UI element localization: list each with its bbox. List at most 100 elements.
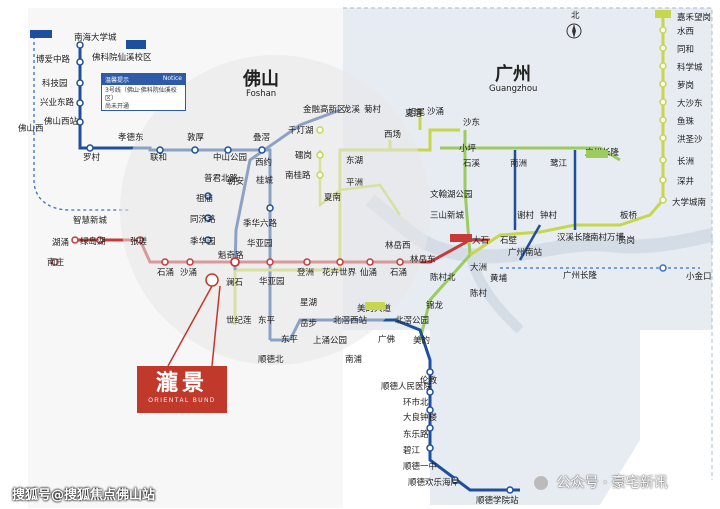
station-label: 叠滘: [253, 133, 270, 143]
station-dot: [76, 99, 84, 107]
station-label: 伦教: [420, 375, 438, 386]
station-label: 三山新城: [430, 210, 465, 221]
line-foshan-dashed: [33, 30, 130, 211]
wechat-icon: [534, 476, 548, 490]
location-pin-icon: [205, 273, 219, 287]
station-label: 南浦: [345, 354, 363, 365]
guangzhou-stations: 嘉禾望岗 水西 同和 科学城 萝岗 大沙东 鱼珠 洪圣沙 长洲 深井 大学城南 …: [408, 12, 712, 284]
station-dot: [156, 146, 164, 154]
station-label: 兴业东路: [40, 97, 75, 108]
station-dot: [366, 258, 374, 266]
station-label: 美的: [413, 335, 430, 346]
station-dot: [204, 214, 212, 222]
station-label: 广州南站: [508, 247, 543, 258]
station-dot: [204, 236, 212, 244]
station-dot: [336, 258, 344, 266]
station-label: 花卉世界: [322, 267, 357, 278]
station-dot: [266, 204, 274, 212]
gz-line-green: [440, 146, 621, 162]
foshan-en-label: Foshan: [246, 89, 276, 99]
station-label: 罗村: [83, 152, 101, 163]
station-dot: [258, 146, 266, 154]
station-label: 仙涌: [360, 267, 377, 278]
station-dot: [659, 116, 667, 124]
station-label: 智慧新城: [73, 215, 108, 226]
station-label: 大石: [472, 235, 489, 246]
station-dot: [451, 476, 459, 484]
station-label: 顺德北: [258, 354, 284, 365]
station-label: 石涌: [157, 267, 174, 278]
station-label: 南庄: [47, 257, 65, 268]
line-badge: [450, 234, 472, 242]
station-dot: [316, 171, 324, 179]
station-label: 同和: [677, 45, 694, 55]
station-label: 黄埔: [490, 273, 508, 284]
station-label: 北滘公园: [395, 316, 429, 326]
station-label: 科学城: [677, 62, 703, 73]
station-label: 小金口: [686, 271, 712, 282]
station-label: 锦龙: [426, 300, 444, 311]
station-label: 龙溪: [343, 104, 361, 115]
station-label: 华亚园: [247, 238, 273, 249]
station-label: 大沙东: [677, 98, 703, 109]
station-label: 嘉禾望岗: [677, 12, 711, 23]
station-label: 广州长隆: [563, 270, 598, 281]
station-label: 澜石: [226, 278, 243, 288]
station-label: 大学城南: [672, 197, 706, 208]
station-dot: [86, 144, 94, 152]
line-badge: [586, 150, 608, 158]
station-label: 小坪: [459, 143, 477, 154]
station-label: 钟村: [540, 210, 558, 221]
station-label: 同济路: [190, 214, 216, 225]
station-label: 东平: [258, 315, 276, 326]
station-label: 西场: [384, 130, 401, 140]
station-label: 千灯湖: [288, 125, 314, 136]
station-label: 坦尾: [408, 108, 426, 118]
station-label: 星湖: [300, 298, 317, 308]
station-dot: [506, 486, 514, 494]
highlight-circle: [120, 55, 430, 365]
station-label: 沙涌: [427, 106, 444, 117]
station-dot: [426, 444, 434, 452]
station-label: 环市北: [403, 397, 429, 408]
watermark-right: 公众号 · 豪宅新讯: [534, 472, 668, 492]
shunde-stations: 伦教 顺德人民医院 环市北 大良钟楼 东乐路 碧江 顺德一中 顺德欢乐海岸 顺德…: [381, 368, 519, 506]
station-label: 鹭江: [550, 158, 568, 169]
watermark-left: 搜狐号@搜狐焦点佛山站: [12, 488, 156, 503]
station-label: 南桂路: [285, 170, 311, 181]
station-dot: [303, 258, 311, 266]
station-label: 桂城: [256, 175, 274, 186]
station-label: 孝德东: [118, 132, 144, 143]
station-dot: [426, 406, 434, 414]
station-label: 礌岗: [295, 150, 312, 161]
station-label: 南海大学城: [74, 32, 117, 43]
station-label: 深井: [677, 176, 694, 187]
notice-line2: 尚未开通: [105, 103, 130, 110]
station-label: 沙涌: [180, 267, 197, 278]
line-2-stations: 智慧新城 湖涌 绿岛湖 南庄 张槎 石涌 沙涌 登洲 花卉世界 仙涌 石涌 澜石…: [47, 215, 407, 288]
station-label: 绿岛湖: [80, 236, 106, 247]
guangzhou-label: 广州: [495, 63, 531, 85]
line-badge: [126, 40, 146, 49]
station-dot: [659, 62, 667, 70]
station-label: 石溪: [463, 158, 481, 169]
station-dot: [659, 264, 667, 272]
station-dot: [426, 368, 434, 376]
station-dot: [426, 388, 434, 396]
station-label: 板桥: [620, 210, 638, 221]
station-label: 顺德欢乐海岸: [408, 477, 460, 488]
station-label: 佛山西站: [44, 116, 79, 127]
callout-line-2: [211, 285, 221, 367]
notice-box: 温馨提示 Notice 3号线（佛山·佛科院仙溪校区） 尚未开通: [101, 73, 186, 111]
station-dot: [76, 58, 84, 66]
north-label: 北: [571, 11, 580, 21]
guangzhou-en-label: Guangzhou: [489, 84, 537, 94]
station-label: 南洲: [510, 158, 527, 169]
foshan-label: 佛山: [242, 68, 279, 90]
station-label: 魁奇路: [218, 250, 244, 261]
station-label: 汉溪长隆: [557, 232, 592, 243]
station-label: 朝安: [227, 176, 244, 187]
station-label: 林岳东: [410, 254, 436, 265]
brand-name-en: ORIENTAL BUND: [148, 398, 216, 404]
station-label: 石涌: [390, 267, 407, 278]
